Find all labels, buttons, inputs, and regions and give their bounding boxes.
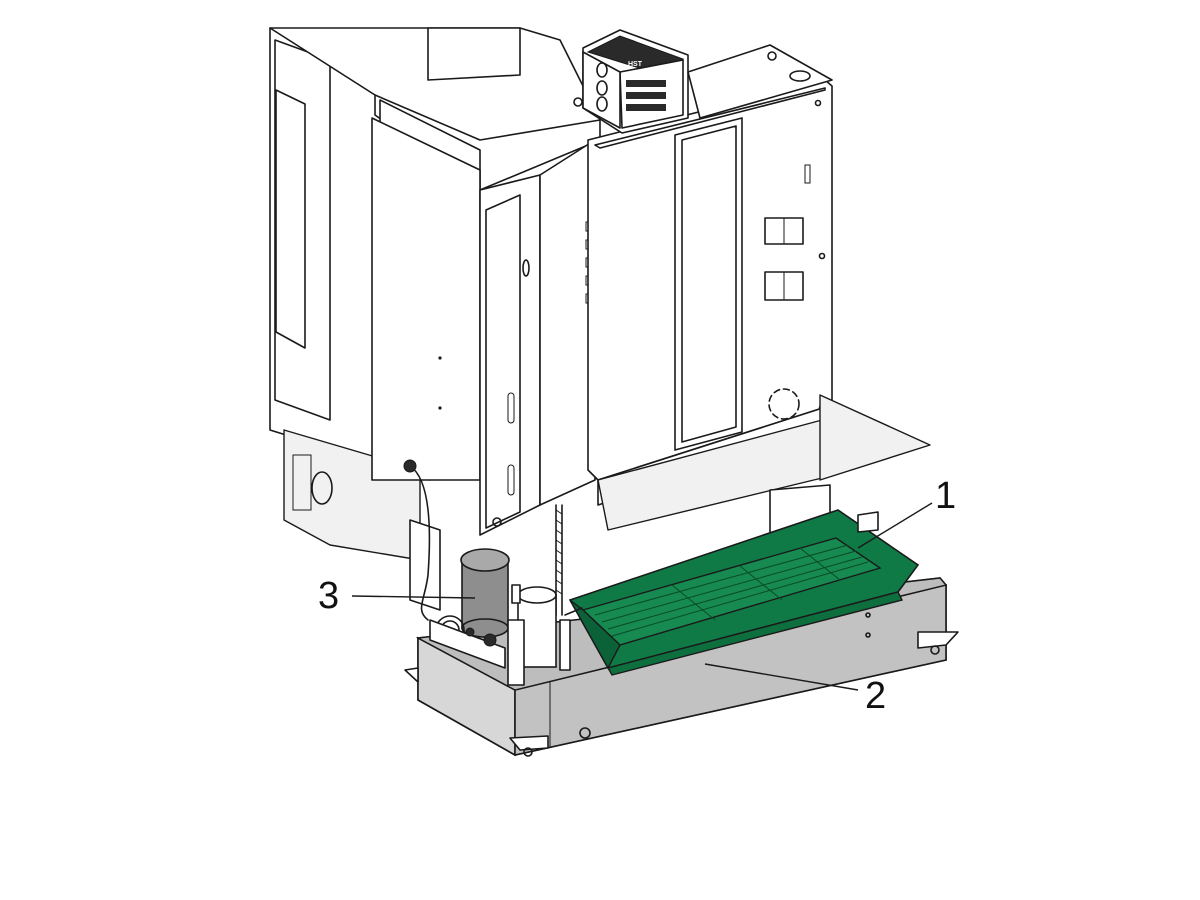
chip-tray-perforated-screen	[594, 544, 869, 637]
callout-2-label: 2	[865, 675, 886, 717]
threaded-rod	[555, 504, 563, 616]
leader-3	[351, 595, 476, 599]
chip-tray	[568, 509, 920, 676]
control-cabinet	[587, 79, 931, 541]
sensor-cable	[403, 459, 431, 621]
cabinet-top-surface	[573, 44, 833, 119]
heat-exchanger-badge-text: HST	[628, 61, 643, 68]
leader-2	[704, 663, 859, 691]
callout-3-label: 3	[318, 575, 339, 617]
callout-1-label: 1	[935, 475, 956, 517]
callout-leaders	[351, 502, 933, 691]
heat-exchanger-unit: HST	[582, 29, 689, 134]
enclosure-front-door	[371, 117, 596, 536]
leader-1	[857, 502, 933, 549]
heat-exchanger-fins	[626, 80, 666, 111]
coolant-pump-assembly	[429, 548, 583, 686]
